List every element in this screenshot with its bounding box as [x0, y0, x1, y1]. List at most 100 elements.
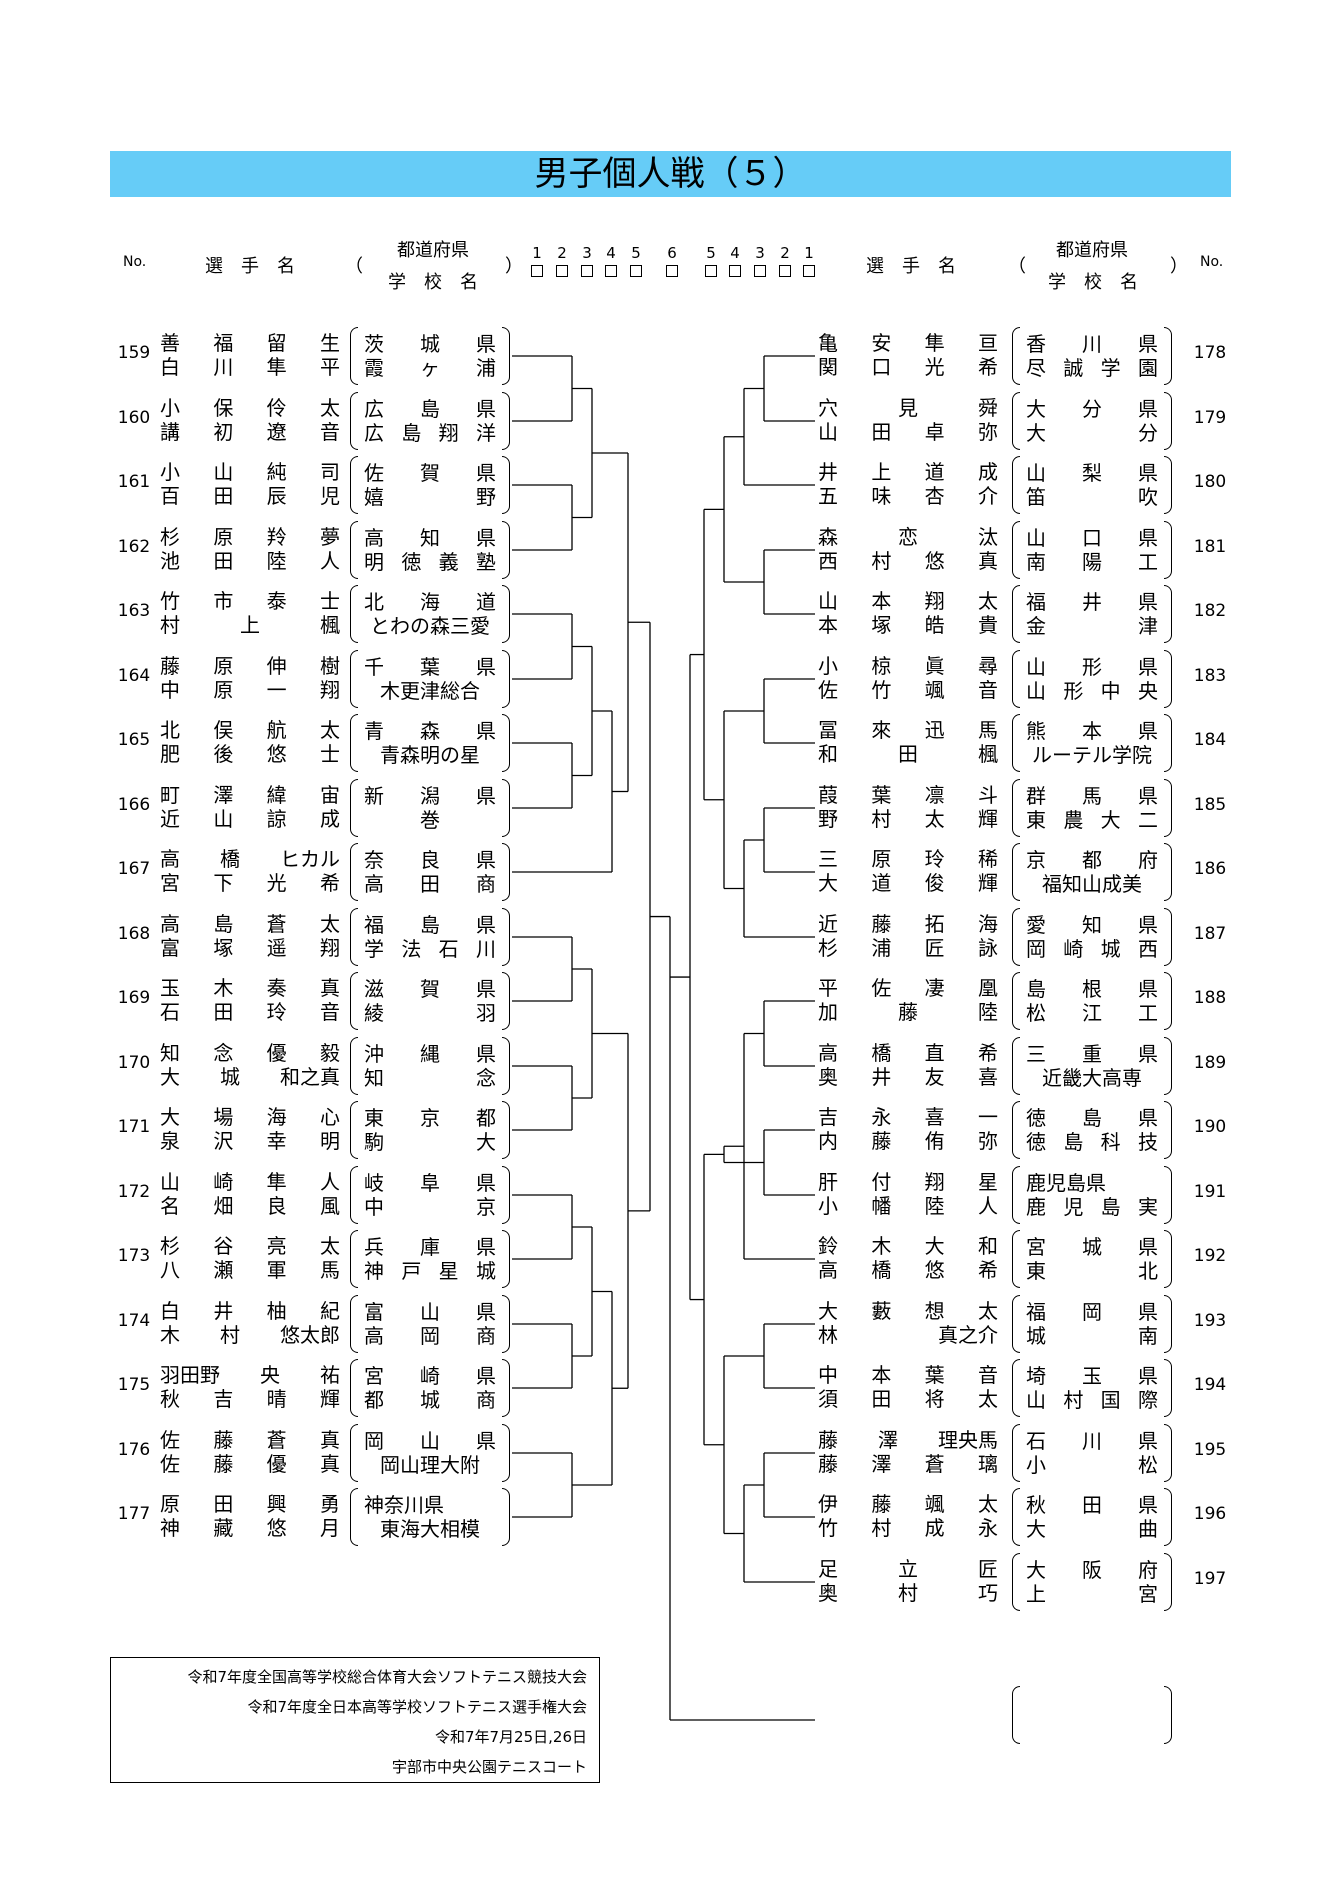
player-pair: 羽田野央祐秋吉晴輝 — [160, 1363, 340, 1411]
school-name: ルーテル学院 — [1032, 743, 1152, 767]
player-pair: 吉永喜一内藤侑弥 — [818, 1105, 998, 1153]
school-bracket: 青森県青森明の星 — [350, 714, 510, 772]
school-bracket: 宮崎県都城商 — [350, 1359, 510, 1417]
prefecture-name: 新潟県 — [364, 784, 496, 808]
header-paren-close-right: ） — [1170, 256, 1188, 277]
school-bracket: 富山県高岡商 — [350, 1295, 510, 1353]
player-pair: 近藤拓海杉浦匠詠 — [818, 912, 998, 960]
entry-number: 187 — [1193, 924, 1227, 944]
player-pair: 三原玲稀大道俊輝 — [818, 847, 998, 895]
round-checkbox[interactable] — [581, 265, 593, 277]
title-bar: 男子個人戦（５） — [110, 151, 1231, 197]
school-bracket: 福島県学法石川 — [350, 908, 510, 966]
round-checkbox[interactable] — [531, 265, 543, 277]
prefecture-name: 京都府 — [1026, 848, 1158, 872]
player-name: 佐藤優真 — [160, 1452, 340, 1476]
prefecture-name: 滋賀県 — [364, 977, 496, 1001]
school-bracket: 佐賀県嬉野 — [350, 456, 510, 514]
player-pair: 山本翔太本塚皓貴 — [818, 589, 998, 637]
round-checkbox[interactable] — [803, 265, 815, 277]
school-name: 広島翔洋 — [364, 421, 496, 445]
header-paren-open-right: （ — [1008, 256, 1026, 277]
player-name: 善福留生 — [160, 331, 340, 355]
school-bracket: 広島県広島翔洋 — [350, 392, 510, 450]
school-bracket: 高知県明徳義塾 — [350, 521, 510, 579]
round-label: 2 — [780, 244, 790, 262]
player-pair: 足立匠奥村巧 — [818, 1557, 998, 1605]
prefecture-name: 宮崎県 — [364, 1364, 496, 1388]
player-name: 竹市泰士 — [160, 589, 340, 613]
player-pair: 葭葉凛斗野村太輝 — [818, 783, 998, 831]
player-name: 三原玲稀 — [818, 847, 998, 871]
school-bracket: 大阪府上宮 — [1012, 1553, 1172, 1611]
entry-number: 182 — [1193, 601, 1227, 621]
round-checkbox[interactable] — [666, 265, 678, 277]
player-name: 冨來迅馬 — [818, 718, 998, 742]
school-name: 松江工 — [1026, 1001, 1158, 1025]
player-name: 和田楓 — [818, 742, 998, 766]
player-pair: 平佐凄凰加藤陸 — [818, 976, 998, 1024]
player-pair: 杉原羚夢池田陸人 — [160, 525, 340, 573]
player-pair: 町澤緯宙近山諒成 — [160, 783, 340, 831]
entry-number: 185 — [1193, 795, 1227, 815]
prefecture-name: 香川県 — [1026, 332, 1158, 356]
player-name: 小保伶太 — [160, 396, 340, 420]
school-name: 学法石川 — [364, 937, 496, 961]
prefecture-name: 千葉県 — [364, 655, 496, 679]
player-name: 大藪想太 — [818, 1299, 998, 1323]
entry-number: 181 — [1193, 537, 1227, 557]
player-name: 須田将太 — [818, 1387, 998, 1411]
prefecture-name: 富山県 — [364, 1300, 496, 1324]
player-pair: 北俣航太肥後悠士 — [160, 718, 340, 766]
entry-number: 178 — [1193, 343, 1227, 363]
player-name: 吉永喜一 — [818, 1105, 998, 1129]
round-checkbox[interactable] — [754, 265, 766, 277]
player-name: 中原一翔 — [160, 678, 340, 702]
header-prefecture-left: 都道府県 — [397, 240, 469, 261]
school-bracket: 埼玉県山村国際 — [1012, 1359, 1172, 1417]
player-pair: 知念優毅大城和之真 — [160, 1041, 340, 1089]
header-prefecture-right: 都道府県 — [1056, 240, 1128, 261]
player-name: 小幡陸人 — [818, 1194, 998, 1218]
player-pair: 小椋眞尋佐竹颯音 — [818, 654, 998, 702]
player-pair: 井上道成五味杏介 — [818, 460, 998, 508]
school-name: 東北 — [1026, 1259, 1158, 1283]
player-name: 奥井友喜 — [818, 1065, 998, 1089]
entry-number: 165 — [117, 730, 151, 750]
school-bracket: 岡山県岡山理大附 — [350, 1424, 510, 1482]
round-checkbox[interactable] — [605, 265, 617, 277]
prefecture-name: 石川県 — [1026, 1429, 1158, 1453]
round-checkbox[interactable] — [705, 265, 717, 277]
player-name: 大城和之真 — [160, 1065, 340, 1089]
entry-number: 195 — [1193, 1440, 1227, 1460]
player-name: 近山諒成 — [160, 807, 340, 831]
round-label: 1 — [804, 244, 814, 262]
round-checkbox[interactable] — [556, 265, 568, 277]
player-name: 葭葉凛斗 — [818, 783, 998, 807]
round-checkbox[interactable] — [779, 265, 791, 277]
school-name: 中京 — [364, 1195, 496, 1219]
player-name: 加藤陸 — [818, 1000, 998, 1024]
round-label: 5 — [631, 244, 641, 262]
round-checkbox[interactable] — [630, 265, 642, 277]
player-pair: 鈴木大和高橋悠希 — [818, 1234, 998, 1282]
school-name: とわの森三愛 — [370, 614, 490, 638]
round-checkbox[interactable] — [729, 265, 741, 277]
school-bracket: 沖縄県知念 — [350, 1037, 510, 1095]
player-name: 藤原伸樹 — [160, 654, 340, 678]
school-name: 城南 — [1026, 1324, 1158, 1348]
prefecture-name: 山口県 — [1026, 526, 1158, 550]
player-name: 町澤緯宙 — [160, 783, 340, 807]
school-bracket: 石川県小松 — [1012, 1424, 1172, 1482]
